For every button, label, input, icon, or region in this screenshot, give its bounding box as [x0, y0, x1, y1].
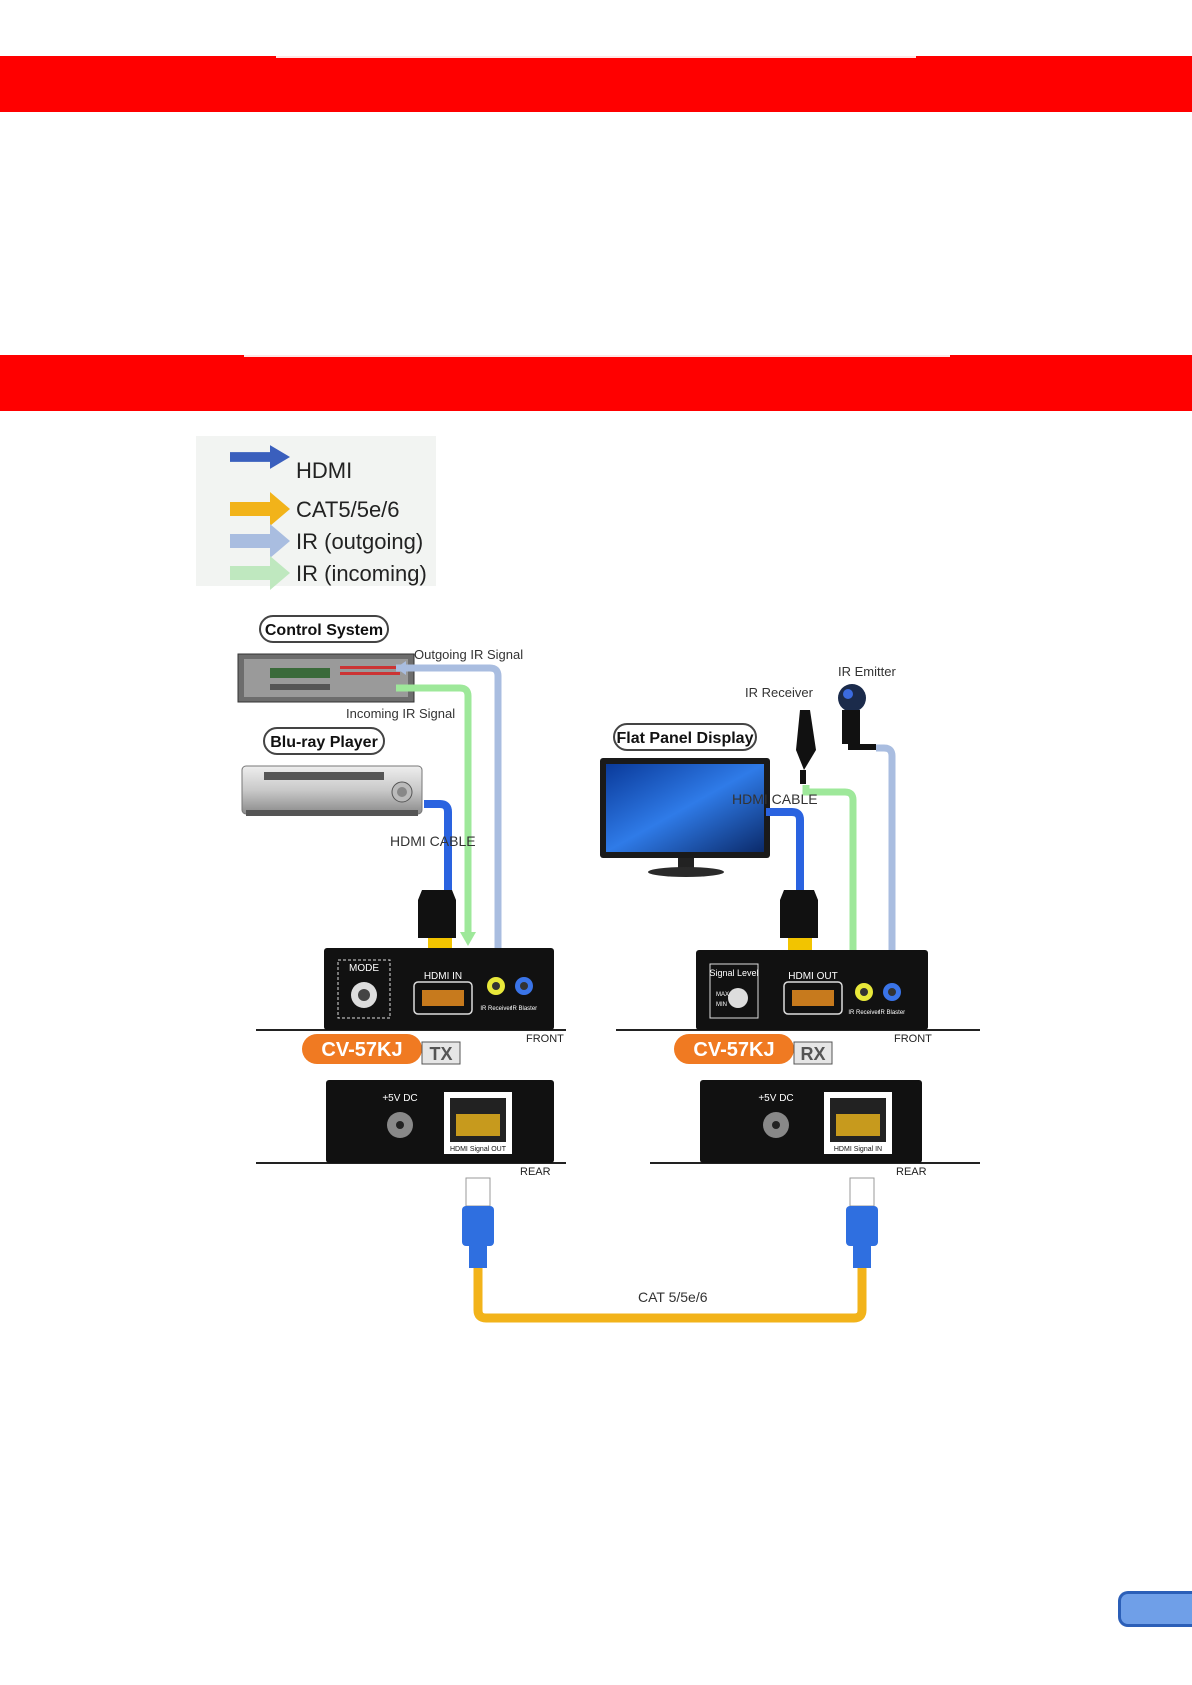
incoming-ir-line — [396, 684, 472, 932]
ir-out-arrow-icon — [230, 524, 290, 558]
hdmi-cables: HDMI CABLE HDMI CABLE — [390, 791, 818, 954]
legend: HDMI CAT5/5e/6 IR (outgoing) IR (incomin… — [196, 436, 436, 590]
flat-panel-display: Flat Panel Display — [600, 723, 770, 877]
hdmi-cable-left-label: HDMI CABLE — [390, 833, 476, 849]
legend-label: IR (incoming) — [296, 561, 427, 586]
control-system-label: Control System — [265, 622, 383, 639]
rx-model-badge: CV-57KJ RX — [674, 1034, 833, 1065]
rx-min-label: MIN — [716, 1002, 727, 1008]
outgoing-ir-label: Outgoing IR Signal — [414, 647, 523, 662]
ir-receiver-label: IR Receiver — [745, 685, 814, 700]
rj45-plug-left-icon — [462, 1177, 494, 1268]
ir-lines-left: Outgoing IR Signal Incoming IR Signal — [346, 647, 523, 952]
rx-front-panel: Signal Level MAX MIN HDMI OUT IR Receive… — [616, 950, 980, 1045]
tx-front-label: FRONT — [526, 1033, 564, 1045]
tx-model-label: CV-57KJ — [321, 1039, 402, 1061]
cat-cable-label: CAT 5/5e/6 — [638, 1289, 708, 1305]
bluray-player-label: Blu-ray Player — [270, 734, 378, 751]
header-band-section — [0, 355, 1192, 411]
tx-front-panel: MODE HDMI IN IR Receiver IR Blaster FRON… — [256, 948, 566, 1045]
page-number-tab — [1118, 1591, 1192, 1627]
rx-max-label: MAX — [716, 992, 729, 998]
rj45-plug-right-icon — [846, 1177, 878, 1268]
tx-rear-panel: +5V DC HDMI Signal OUT REAR — [256, 1080, 566, 1178]
header-band-top — [0, 56, 1192, 112]
ir-in-arrow-icon — [230, 556, 290, 590]
connection-diagram: HDMI CAT5/5e/6 IR (outgoing) IR (incomin… — [196, 436, 980, 1323]
rx-ir-receiver-label: IR Receiver — [848, 1010, 879, 1016]
legend-item-ir-out: IR (outgoing) — [230, 524, 423, 558]
rx-signal-label: Signal Level — [709, 968, 758, 978]
tx-port-label: HDMI IN — [424, 971, 462, 982]
tx-rear-label: REAR — [520, 1166, 551, 1178]
legend-item-ir-in: IR (incoming) — [230, 556, 427, 590]
hdmi-port-icon — [792, 990, 834, 1006]
legend-label: IR (outgoing) — [296, 529, 423, 554]
tx-ir-receiver-label: IR Receiver — [480, 1006, 511, 1012]
rx-rear-panel: +5V DC HDMI Signal IN REAR — [650, 1080, 980, 1178]
legend-label: CAT5/5e/6 — [296, 497, 400, 522]
hdmi-arrow-icon — [230, 445, 290, 469]
rx-rj45-label: HDMI Signal IN — [834, 1146, 882, 1153]
tx-power-label: +5V DC — [382, 1093, 417, 1104]
rx-badge-label: RX — [800, 1044, 825, 1064]
rx-rear-label: REAR — [896, 1166, 927, 1178]
rx-model-label: CV-57KJ — [693, 1039, 774, 1061]
bluray-player: Blu-ray Player — [241, 727, 423, 816]
cat-cable-line — [473, 1268, 867, 1323]
cat-arrow-icon — [230, 492, 290, 526]
hdmi-cable-right-label: HDMI CABLE — [732, 791, 818, 807]
ir-receiver-device: IR Receiver — [745, 685, 816, 784]
rx-front-label: FRONT — [894, 1033, 932, 1045]
legend-item-hdmi: HDMI — [230, 445, 352, 483]
ir-lines-right — [802, 744, 896, 952]
tx-model-badge: CV-57KJ TX — [302, 1034, 461, 1065]
tx-rj45-label: HDMI Signal OUT — [450, 1146, 507, 1153]
cat-cable: CAT 5/5e/6 — [462, 1177, 878, 1323]
tx-badge-label: TX — [429, 1044, 452, 1064]
hdmi-port-icon — [422, 990, 464, 1006]
legend-item-cat: CAT5/5e/6 — [230, 492, 400, 526]
ir-receiver-icon — [796, 710, 816, 770]
outgoing-ir-line — [396, 664, 502, 952]
ir-emitter-icon — [838, 684, 866, 712]
tx-ir-blaster-label: IR Blaster — [511, 1006, 537, 1012]
legend-label: HDMI — [296, 458, 352, 483]
signal-dial-icon — [728, 988, 748, 1008]
ir-emitter-device: IR Emitter — [838, 664, 896, 750]
tx-mode-label: MODE — [349, 963, 379, 974]
incoming-ir-label: Incoming IR Signal — [346, 706, 455, 721]
rx-ir-blaster-label: IR Blaster — [879, 1010, 905, 1016]
ir-emitter-label: IR Emitter — [838, 664, 896, 679]
rx-port-label: HDMI OUT — [788, 971, 837, 982]
hdmi-plug-right-icon — [780, 890, 818, 938]
control-system: Control System — [237, 615, 415, 703]
hdmi-plug-left-icon — [418, 890, 456, 938]
rx-power-label: +5V DC — [758, 1093, 793, 1104]
flat-panel-display-label: Flat Panel Display — [617, 730, 754, 747]
